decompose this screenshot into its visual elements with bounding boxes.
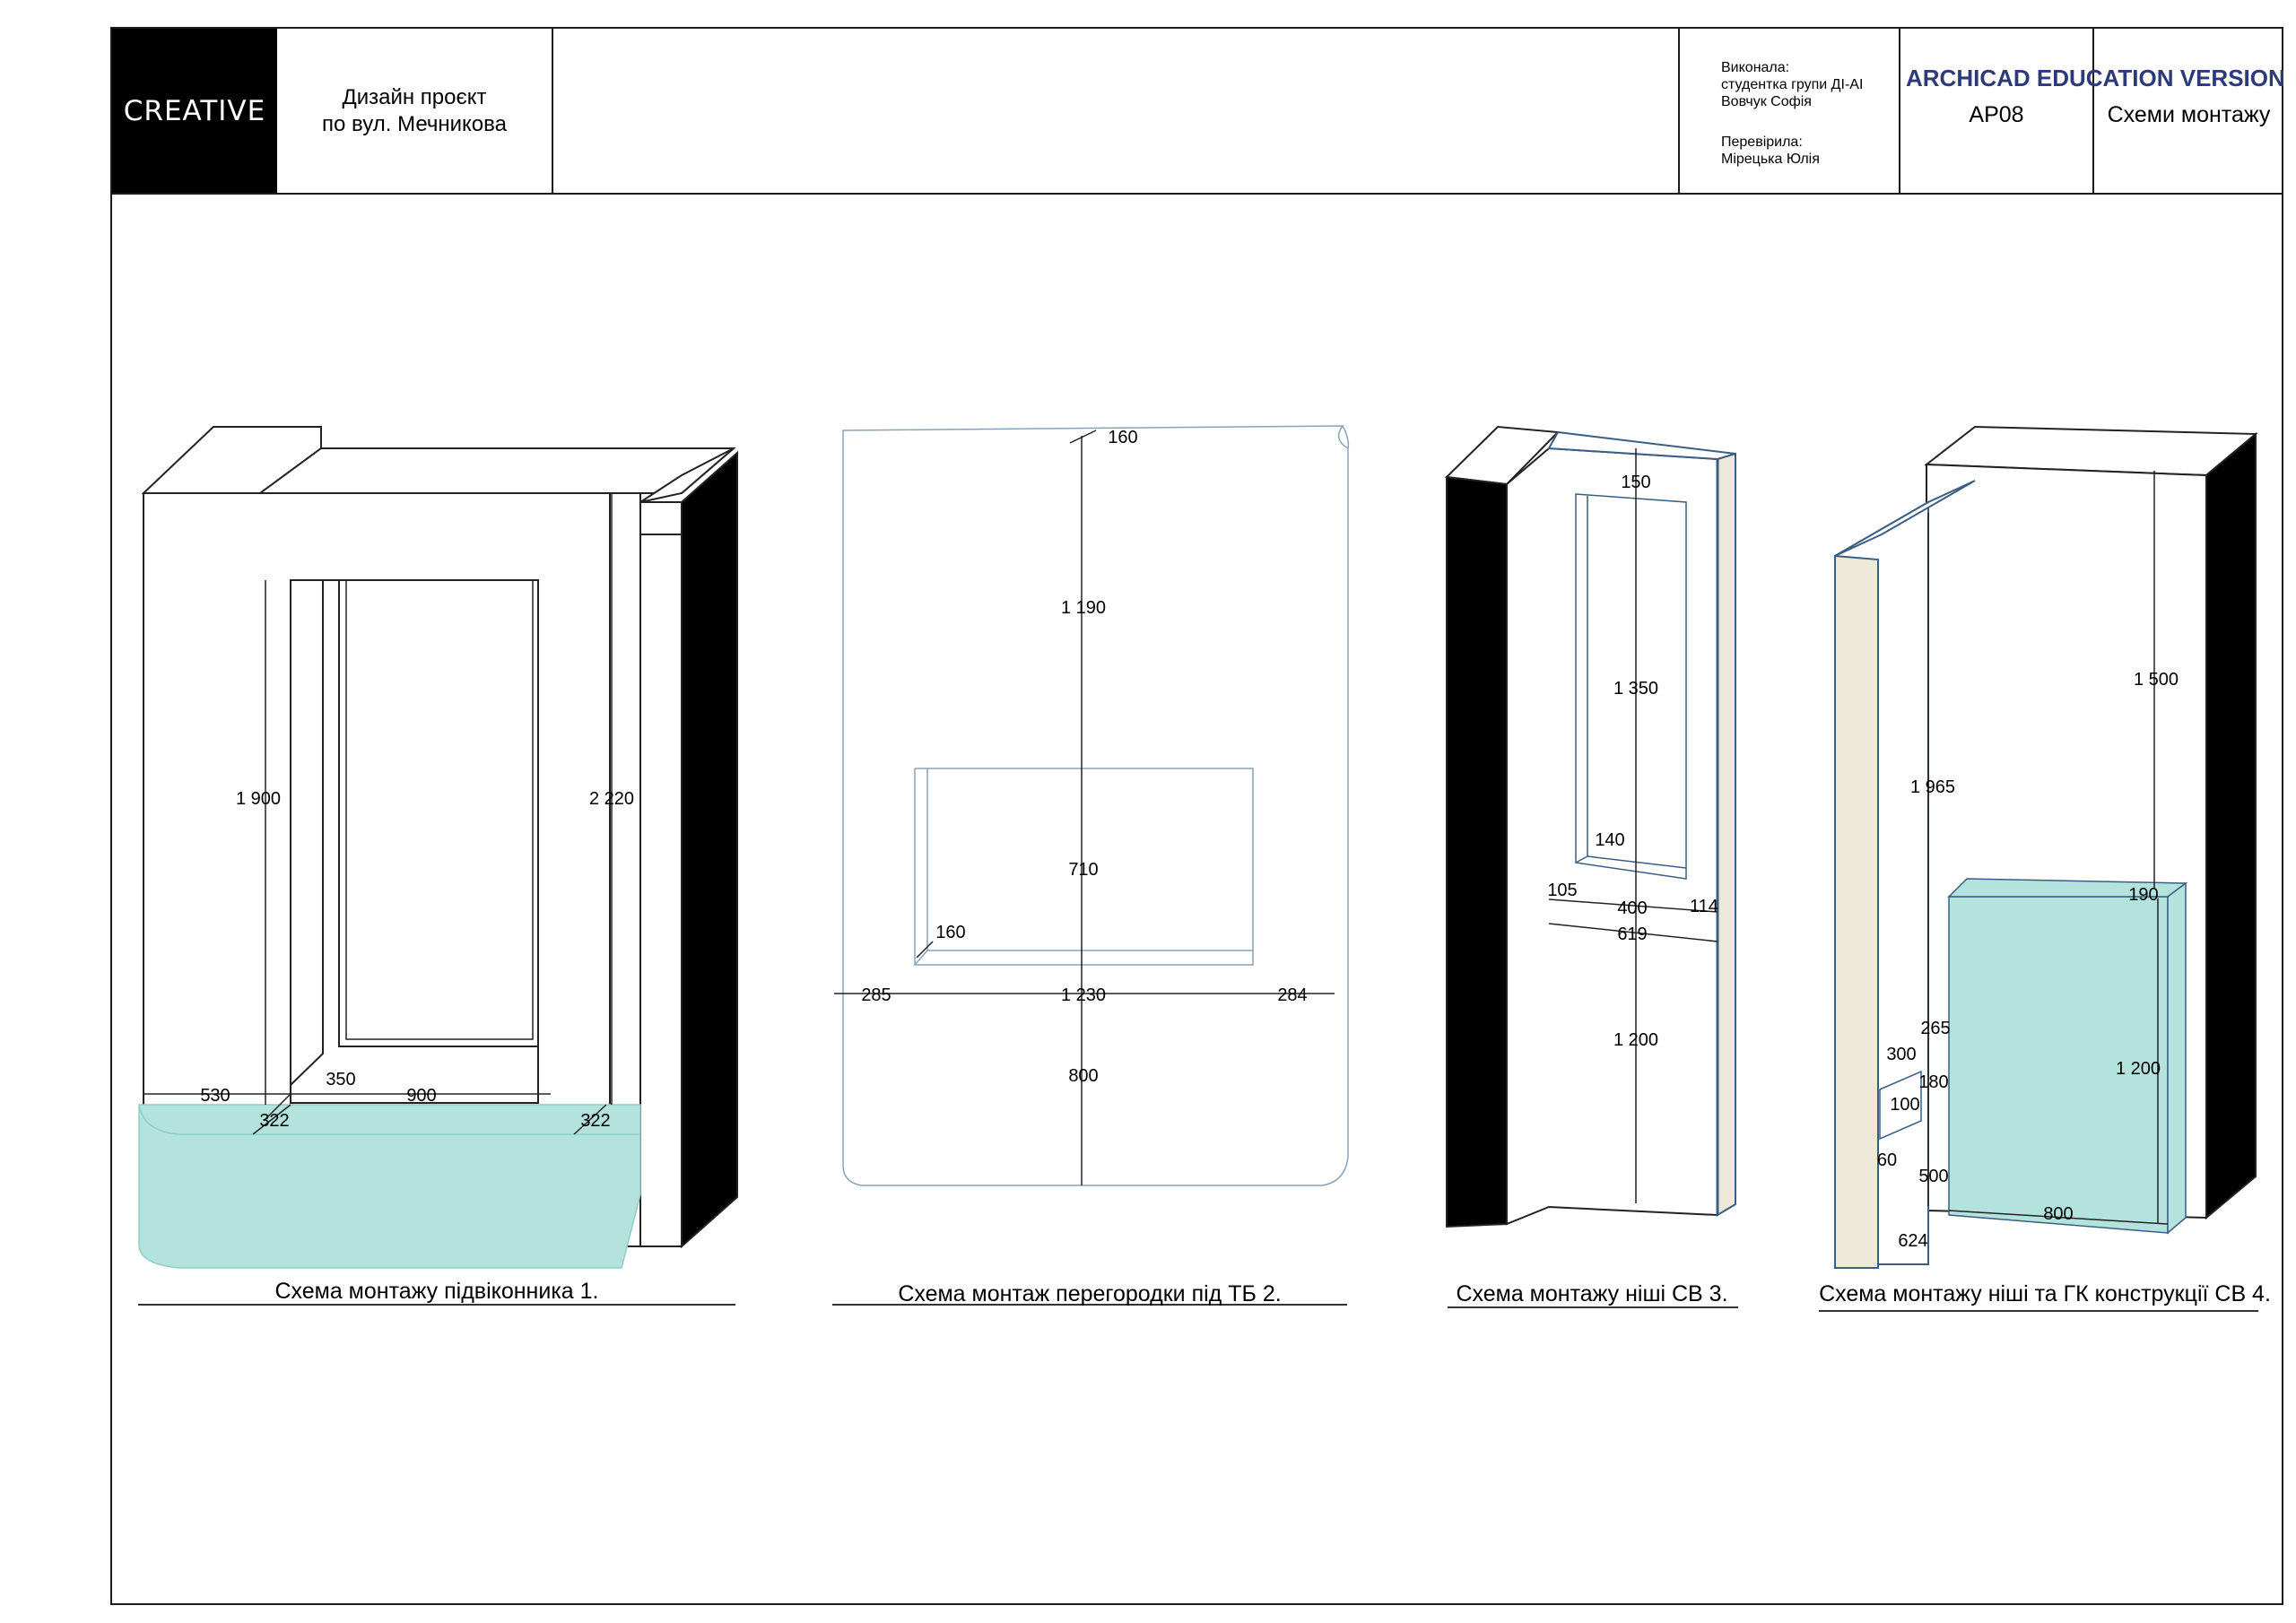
scheme-3-caption: Схема монтажу ніші СВ 3. bbox=[1456, 1281, 1727, 1306]
dim-label: 114 bbox=[1690, 897, 1718, 916]
gk-panel-top bbox=[1834, 480, 1976, 557]
dim-label: 322 bbox=[580, 1111, 610, 1131]
project-title-line1: Дизайн проєкт bbox=[342, 84, 487, 109]
dim-label: 800 bbox=[1068, 1066, 1098, 1086]
dim-label: 190 bbox=[2128, 885, 2158, 905]
dim-label: 1 230 bbox=[1061, 985, 1106, 1005]
dim-label: 624 bbox=[1898, 1231, 1927, 1251]
tv-niche-outer bbox=[914, 768, 1254, 966]
scheme-3-niche bbox=[1444, 425, 1738, 1308]
made-by-label: Виконала: bbox=[1721, 60, 1790, 75]
dim-label: 500 bbox=[1918, 1167, 1948, 1186]
dim-label: 1 200 bbox=[2116, 1059, 2161, 1079]
windowsill-board bbox=[138, 1104, 641, 1269]
window-glass-inner bbox=[345, 579, 534, 1040]
dim-label: 140 bbox=[1595, 830, 1624, 850]
logo: CREATIVE bbox=[112, 29, 277, 193]
partition-outline bbox=[842, 425, 1349, 1186]
dim-label: 1 350 bbox=[1613, 679, 1658, 699]
dim-label: 400 bbox=[1617, 898, 1647, 918]
dim-label: 1 190 bbox=[1061, 598, 1106, 618]
dim-label: 619 bbox=[1617, 924, 1647, 944]
scheme-4-caption: Схема монтажу ніші та ГК конструкції СВ … bbox=[1819, 1281, 2271, 1306]
dim-label: 800 bbox=[2043, 1204, 2073, 1224]
checked-label: Перевірила: bbox=[1721, 135, 1803, 150]
title-block: CREATIVE Дизайн проєкт по вул. Мечникова… bbox=[112, 29, 2282, 195]
watermark: ARCHICAD EDUCATION VERSION bbox=[1906, 65, 2285, 91]
dim-label: 105 bbox=[1547, 881, 1577, 900]
gk-panel-side bbox=[1834, 554, 1879, 1269]
dim-label: 100 bbox=[1890, 1095, 1919, 1115]
beige-side bbox=[1717, 452, 1736, 1217]
scheme-4-niche-drywall bbox=[1819, 425, 2258, 1312]
dim-label: 284 bbox=[1277, 985, 1307, 1005]
teal-cabinet-side bbox=[2167, 881, 2187, 1235]
wall-front-face bbox=[143, 492, 611, 1113]
dim-label: 150 bbox=[1621, 473, 1650, 492]
dim-label: 300 bbox=[1886, 1045, 1916, 1064]
dim-label: 350 bbox=[326, 1070, 355, 1089]
dim-label: 2 220 bbox=[589, 789, 634, 809]
wall-top-face bbox=[257, 447, 736, 494]
credits: Виконала: студентка групи ДІ-АІ Вовчук С… bbox=[1680, 29, 1900, 193]
window-frame bbox=[290, 580, 324, 1086]
project-title-line2: по вул. Мечникова bbox=[322, 111, 507, 136]
black-side-wall bbox=[681, 450, 738, 1249]
slab-top bbox=[639, 447, 735, 503]
dim-label: 322 bbox=[259, 1111, 289, 1131]
project-title: Дизайн проєкт по вул. Мечникова bbox=[277, 29, 553, 193]
scheme-1-windowsill bbox=[138, 426, 738, 1306]
dim-label: 160 bbox=[935, 923, 965, 942]
drawing-sheet: CREATIVE Дизайн проєкт по вул. Мечникова… bbox=[110, 27, 2285, 1605]
made-by-line2: Вовчук Софія bbox=[1721, 94, 1812, 109]
logo-text: CREATIVE bbox=[123, 94, 266, 127]
dim-label: 1 900 bbox=[236, 789, 281, 809]
made-by-line1: студентка групи ДІ-АІ bbox=[1721, 77, 1864, 92]
dim-label: 180 bbox=[1918, 1072, 1948, 1092]
dim-label: 710 bbox=[1068, 860, 1098, 880]
black-right-wall bbox=[2205, 431, 2257, 1220]
dim-label: 265 bbox=[1920, 1019, 1950, 1038]
black-column bbox=[1446, 475, 1508, 1228]
dim-label: 60 bbox=[1877, 1150, 1897, 1170]
checked-name: Мірецька Юлія bbox=[1721, 152, 1820, 167]
scheme-2-caption: Схема монтаж перегородки під ТБ 2. bbox=[898, 1281, 1281, 1306]
title-block-blank bbox=[553, 29, 1680, 193]
sheet-name: Схеми монтажу bbox=[2107, 102, 2271, 127]
scheme-2-tv-partition bbox=[832, 425, 1350, 1306]
dim-label: 285 bbox=[861, 985, 891, 1005]
dim-label: 900 bbox=[406, 1086, 436, 1106]
dim-label: 160 bbox=[1108, 428, 1137, 447]
dim-label: 1 965 bbox=[1910, 777, 1955, 797]
dim-label: 1 200 bbox=[1613, 1030, 1658, 1050]
scheme-1-caption: Схема монтажу підвіконника 1. bbox=[274, 1279, 598, 1304]
sheet-code: АР08 bbox=[1900, 29, 2094, 193]
pier-side bbox=[639, 501, 683, 1247]
small-niche bbox=[1879, 1070, 1922, 1141]
dim-label: 530 bbox=[200, 1086, 230, 1106]
dim-label: 1 500 bbox=[2134, 670, 2179, 690]
niche-opening bbox=[1575, 493, 1687, 880]
